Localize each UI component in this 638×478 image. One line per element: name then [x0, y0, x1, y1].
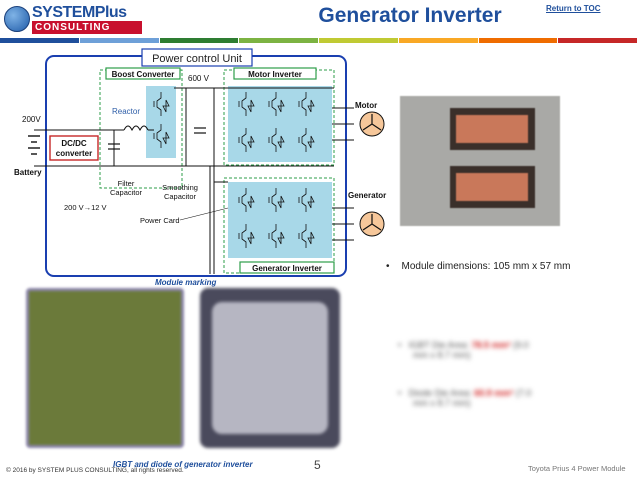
motor-inverter-label: Motor Inverter	[248, 70, 302, 79]
header-bar-segment	[398, 38, 478, 43]
converter-label: converter	[56, 149, 92, 158]
igbt-symbol	[268, 128, 285, 152]
filter-capacitor-label-1: Filter	[118, 179, 135, 188]
reactor-label: Reactor	[112, 107, 140, 116]
igbt-symbol	[298, 188, 315, 212]
igbt-symbol	[153, 124, 170, 148]
pcu-title: Power control Unit	[152, 53, 242, 65]
power-control-unit-diagram: Power control Unit Boost Converter Motor…	[14, 48, 386, 277]
header-bar-segment	[0, 38, 79, 43]
module-dimensions-text: Module dimensions: 105 mm x 57 mm	[401, 261, 571, 272]
battery-label: Battery	[14, 168, 42, 177]
igbt-symbol	[238, 224, 255, 248]
company-logo: SYSTEMPlus CONSULTING	[4, 4, 144, 36]
page-number: 5	[314, 458, 321, 472]
boost-converter-label: Boost Converter	[112, 70, 175, 79]
diode-die-photo	[200, 288, 340, 448]
document-title-footer: Toyota Prius 4 Power Module	[528, 464, 626, 473]
module-photo	[400, 96, 560, 226]
igbt-diode-caption: IGBT and diode of generator inverter	[113, 460, 253, 469]
igbt-symbol	[238, 92, 255, 116]
diode-die-area-blurred: • Diode Die Area: 60.9 mm² (7.0 mm x 8.7…	[398, 388, 532, 408]
module-dimensions-bullet: • Module dimensions: 105 mm x 57 mm	[386, 261, 570, 272]
header-bar-segment	[239, 38, 318, 43]
header-bar-segment	[159, 38, 239, 43]
logo-text-top: SYSTEMPlus	[32, 4, 127, 21]
motor-label: Motor	[355, 101, 377, 110]
header-bar-segment	[558, 38, 637, 43]
igbt-symbol	[268, 92, 285, 116]
igbt-die-photo	[26, 288, 184, 448]
power-card-label: Power Card	[140, 216, 180, 225]
igbt-symbol	[153, 92, 170, 116]
igbt-symbol	[238, 128, 255, 152]
igbt-symbol	[298, 92, 315, 116]
bullet-dot: •	[386, 261, 390, 272]
igbt-die-area-blurred: • IGBT Die Area: 78.5 mm² (9.0 mm x 8.7 …	[398, 340, 529, 360]
logo-text-bottom: CONSULTING	[32, 21, 142, 34]
dcdc-converter-box	[49, 135, 99, 161]
page-title: Generator Inverter	[318, 4, 502, 27]
igbt-symbol	[238, 188, 255, 212]
smoothing-capacitor-label-2: Capacitor	[164, 192, 197, 201]
globe-icon	[4, 6, 30, 32]
dcdc-label: DC/DC	[61, 139, 87, 148]
module-marking-caption: Module marking	[155, 278, 217, 287]
generator-inverter-label: Generator Inverter	[252, 264, 322, 273]
voltage-200-label: 200V	[22, 115, 41, 124]
header-bar-segment	[478, 38, 558, 43]
generator-label: Generator	[348, 191, 386, 200]
header-bar-segment	[79, 38, 159, 43]
filter-capacitor-label-2: Capacitor	[110, 188, 143, 197]
smoothing-capacitor-label-1: Smoothing	[162, 183, 198, 192]
return-to-toc-link[interactable]: Return to TOC	[546, 4, 601, 13]
voltage-600-label: 600 V	[188, 74, 210, 83]
copyright-text: © 2016 by SYSTEM PLUS CONSULTING, all ri…	[6, 467, 184, 474]
dcdc-voltage-label: 200 V→12 V	[64, 203, 107, 212]
igbt-symbol	[298, 128, 315, 152]
igbt-symbol	[268, 224, 285, 248]
pcu-title-box	[141, 48, 253, 67]
igbt-symbol	[298, 224, 315, 248]
header-bar-segment	[319, 38, 398, 43]
igbt-symbol	[268, 188, 285, 212]
